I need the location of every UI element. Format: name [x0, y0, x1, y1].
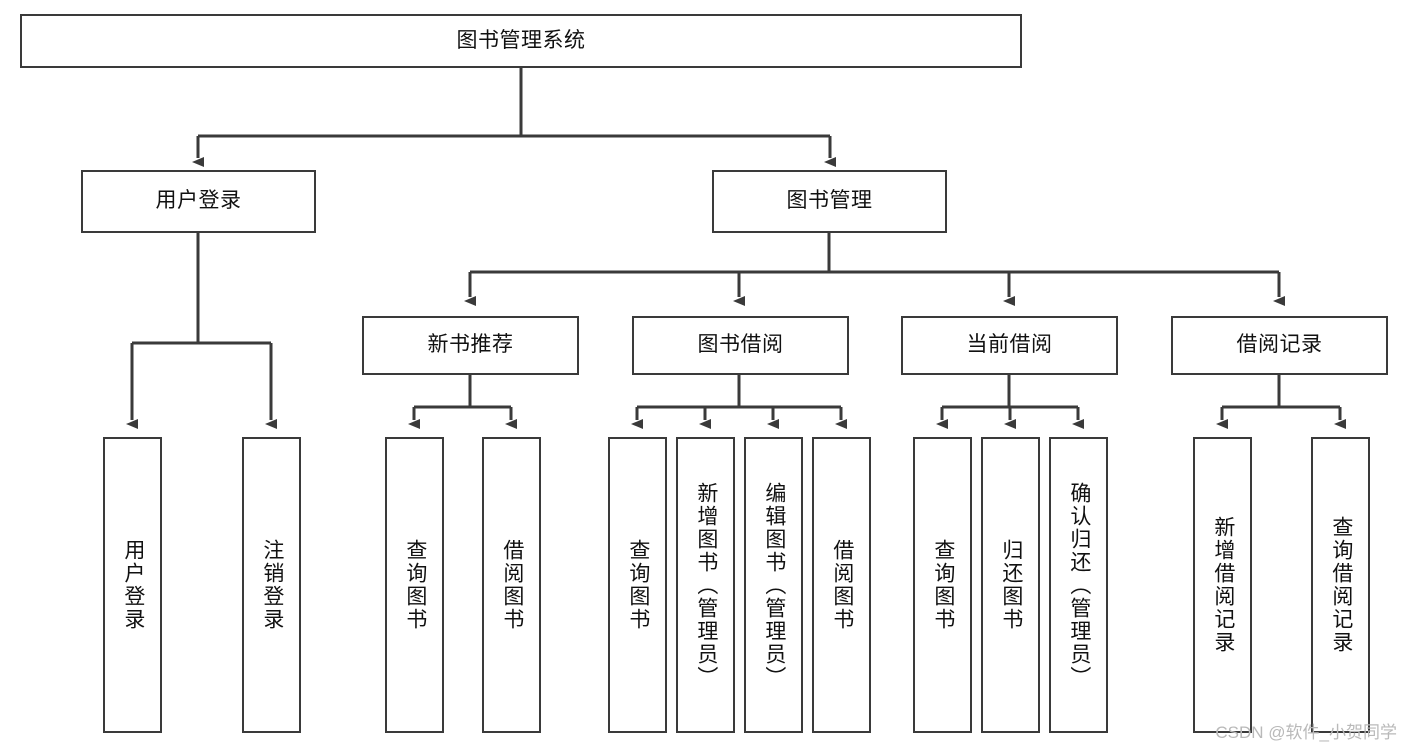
node-leaf-query-record-label: 查询借阅记录 — [1329, 516, 1353, 654]
node-leaf-borrow-book-2[interactable]: 借阅图书 — [812, 437, 871, 733]
node-leaf-confirm-return-label: 确认归还（管理员） — [1067, 481, 1091, 689]
node-leaf-borrow-book-1[interactable]: 借阅图书 — [482, 437, 541, 733]
node-leaf-add-book-label: 新增图书（管理员） — [694, 481, 718, 689]
node-leaf-return-book-label: 归还图书 — [999, 539, 1023, 631]
node-borrow-record-label: 借阅记录 — [1236, 333, 1323, 357]
node-leaf-query-book-3-label: 查询图书 — [931, 539, 955, 631]
node-borrow-record[interactable]: 借阅记录 — [1171, 316, 1388, 375]
node-leaf-borrow-book-2-label: 借阅图书 — [830, 539, 854, 631]
node-user-login[interactable]: 用户登录 — [81, 170, 316, 233]
node-leaf-query-book-2[interactable]: 查询图书 — [608, 437, 667, 733]
node-root[interactable]: 图书管理系统 — [20, 14, 1022, 68]
node-leaf-logout[interactable]: 注销登录 — [242, 437, 301, 733]
node-leaf-user-login[interactable]: 用户登录 — [103, 437, 162, 733]
node-book-manage[interactable]: 图书管理 — [712, 170, 947, 233]
node-current-borrow-label: 当前借阅 — [966, 333, 1053, 357]
node-leaf-edit-book-label: 编辑图书（管理员） — [762, 481, 786, 689]
node-current-borrow[interactable]: 当前借阅 — [901, 316, 1118, 375]
node-book-borrow-label: 图书借阅 — [697, 333, 784, 357]
node-leaf-edit-book[interactable]: 编辑图书（管理员） — [744, 437, 803, 733]
node-leaf-add-record-label: 新增借阅记录 — [1211, 516, 1235, 654]
node-leaf-query-book-1[interactable]: 查询图书 — [385, 437, 444, 733]
node-new-book-recommend[interactable]: 新书推荐 — [362, 316, 579, 375]
node-leaf-add-book[interactable]: 新增图书（管理员） — [676, 437, 735, 733]
node-book-manage-label: 图书管理 — [786, 189, 873, 213]
node-book-borrow[interactable]: 图书借阅 — [632, 316, 849, 375]
node-new-book-recommend-label: 新书推荐 — [427, 333, 514, 357]
node-leaf-return-book[interactable]: 归还图书 — [981, 437, 1040, 733]
node-leaf-query-book-1-label: 查询图书 — [403, 539, 427, 631]
csdn-watermark: CSDN @软件_小贺同学 — [1215, 723, 1397, 742]
node-leaf-borrow-book-1-label: 借阅图书 — [500, 539, 524, 631]
node-leaf-add-record[interactable]: 新增借阅记录 — [1193, 437, 1252, 733]
node-leaf-query-book-3[interactable]: 查询图书 — [913, 437, 972, 733]
node-leaf-query-book-2-label: 查询图书 — [626, 539, 650, 631]
node-leaf-confirm-return[interactable]: 确认归还（管理员） — [1049, 437, 1108, 733]
node-leaf-query-record[interactable]: 查询借阅记录 — [1311, 437, 1370, 733]
node-user-login-label: 用户登录 — [155, 189, 242, 213]
node-leaf-logout-label: 注销登录 — [260, 539, 284, 631]
node-leaf-user-login-label: 用户登录 — [121, 539, 145, 631]
node-root-label: 图书管理系统 — [456, 28, 586, 52]
